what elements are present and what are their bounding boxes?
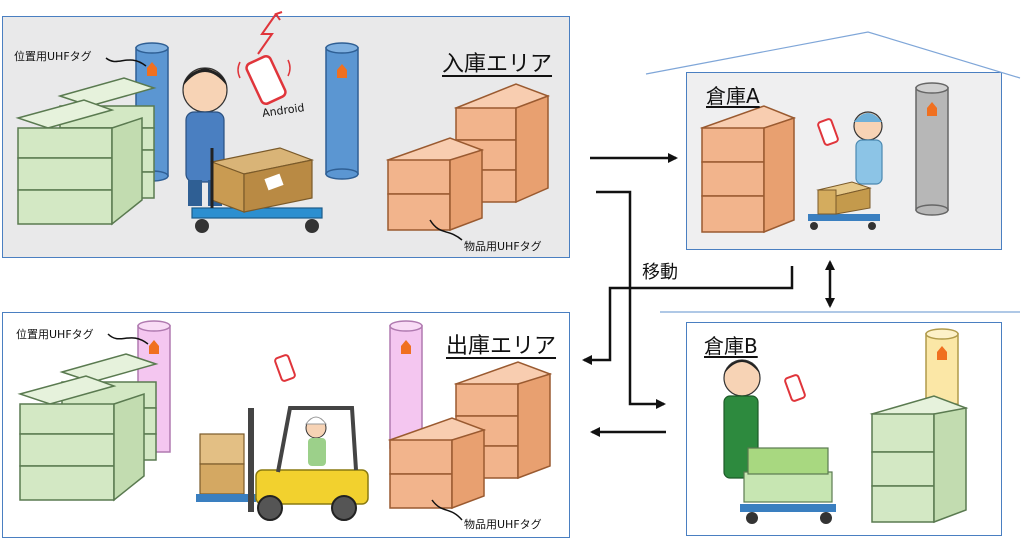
green-box-stack — [15, 77, 157, 226]
android-phone-icon — [237, 11, 291, 106]
worker-with-cart — [808, 111, 883, 230]
arrow-a-to-outbound — [582, 266, 794, 365]
forklift — [196, 354, 369, 521]
uhf-tag-icon — [149, 340, 159, 354]
uhf-tag-icon — [401, 340, 411, 354]
inbound-item-tag-label: 物品用UHFタグ — [464, 240, 542, 253]
move-label: 移動 — [642, 262, 678, 283]
tag-pointer-line — [431, 499, 463, 521]
green-box-stack — [17, 353, 159, 502]
orange-box-stack — [387, 361, 553, 510]
outbound-area-title: 出庫エリア — [446, 334, 557, 359]
orange-box-stack — [385, 83, 551, 232]
arrow-to-warehouse-b — [596, 190, 666, 409]
phone-icon — [817, 118, 839, 146]
phone-icon — [274, 354, 296, 382]
flow-arrows — [582, 153, 835, 437]
tag-pointer-line — [107, 333, 149, 345]
uhf-tag-icon — [937, 346, 947, 360]
inbound-area-title: 入庫エリア — [442, 52, 553, 77]
uhf-tag-icon — [337, 64, 347, 78]
warehouse-b-title: 倉庫B — [704, 334, 758, 358]
warehouse-roof — [645, 31, 1021, 313]
tag-pointer-line — [105, 57, 147, 67]
position-pillar — [925, 328, 959, 405]
position-pillar — [915, 82, 949, 216]
position-pillar — [325, 42, 359, 180]
tag-pointer-line — [429, 219, 463, 241]
warehouse-a-title: 倉庫A — [706, 84, 760, 108]
uhf-tag-icon — [147, 62, 157, 76]
outbound-position-tag-label: 位置用UHFタグ — [16, 328, 94, 341]
outbound-item-tag-label: 物品用UHFタグ — [464, 518, 542, 531]
inbound-position-tag-label: 位置用UHFタグ — [14, 50, 92, 63]
uhf-tag-icon — [927, 102, 937, 116]
worker-with-cart — [723, 359, 836, 524]
worker-with-cart — [182, 67, 323, 233]
green-box-stack — [869, 395, 969, 524]
phone-icon — [784, 374, 806, 402]
orange-box-stack — [699, 105, 797, 234]
position-pillar — [389, 320, 423, 449]
